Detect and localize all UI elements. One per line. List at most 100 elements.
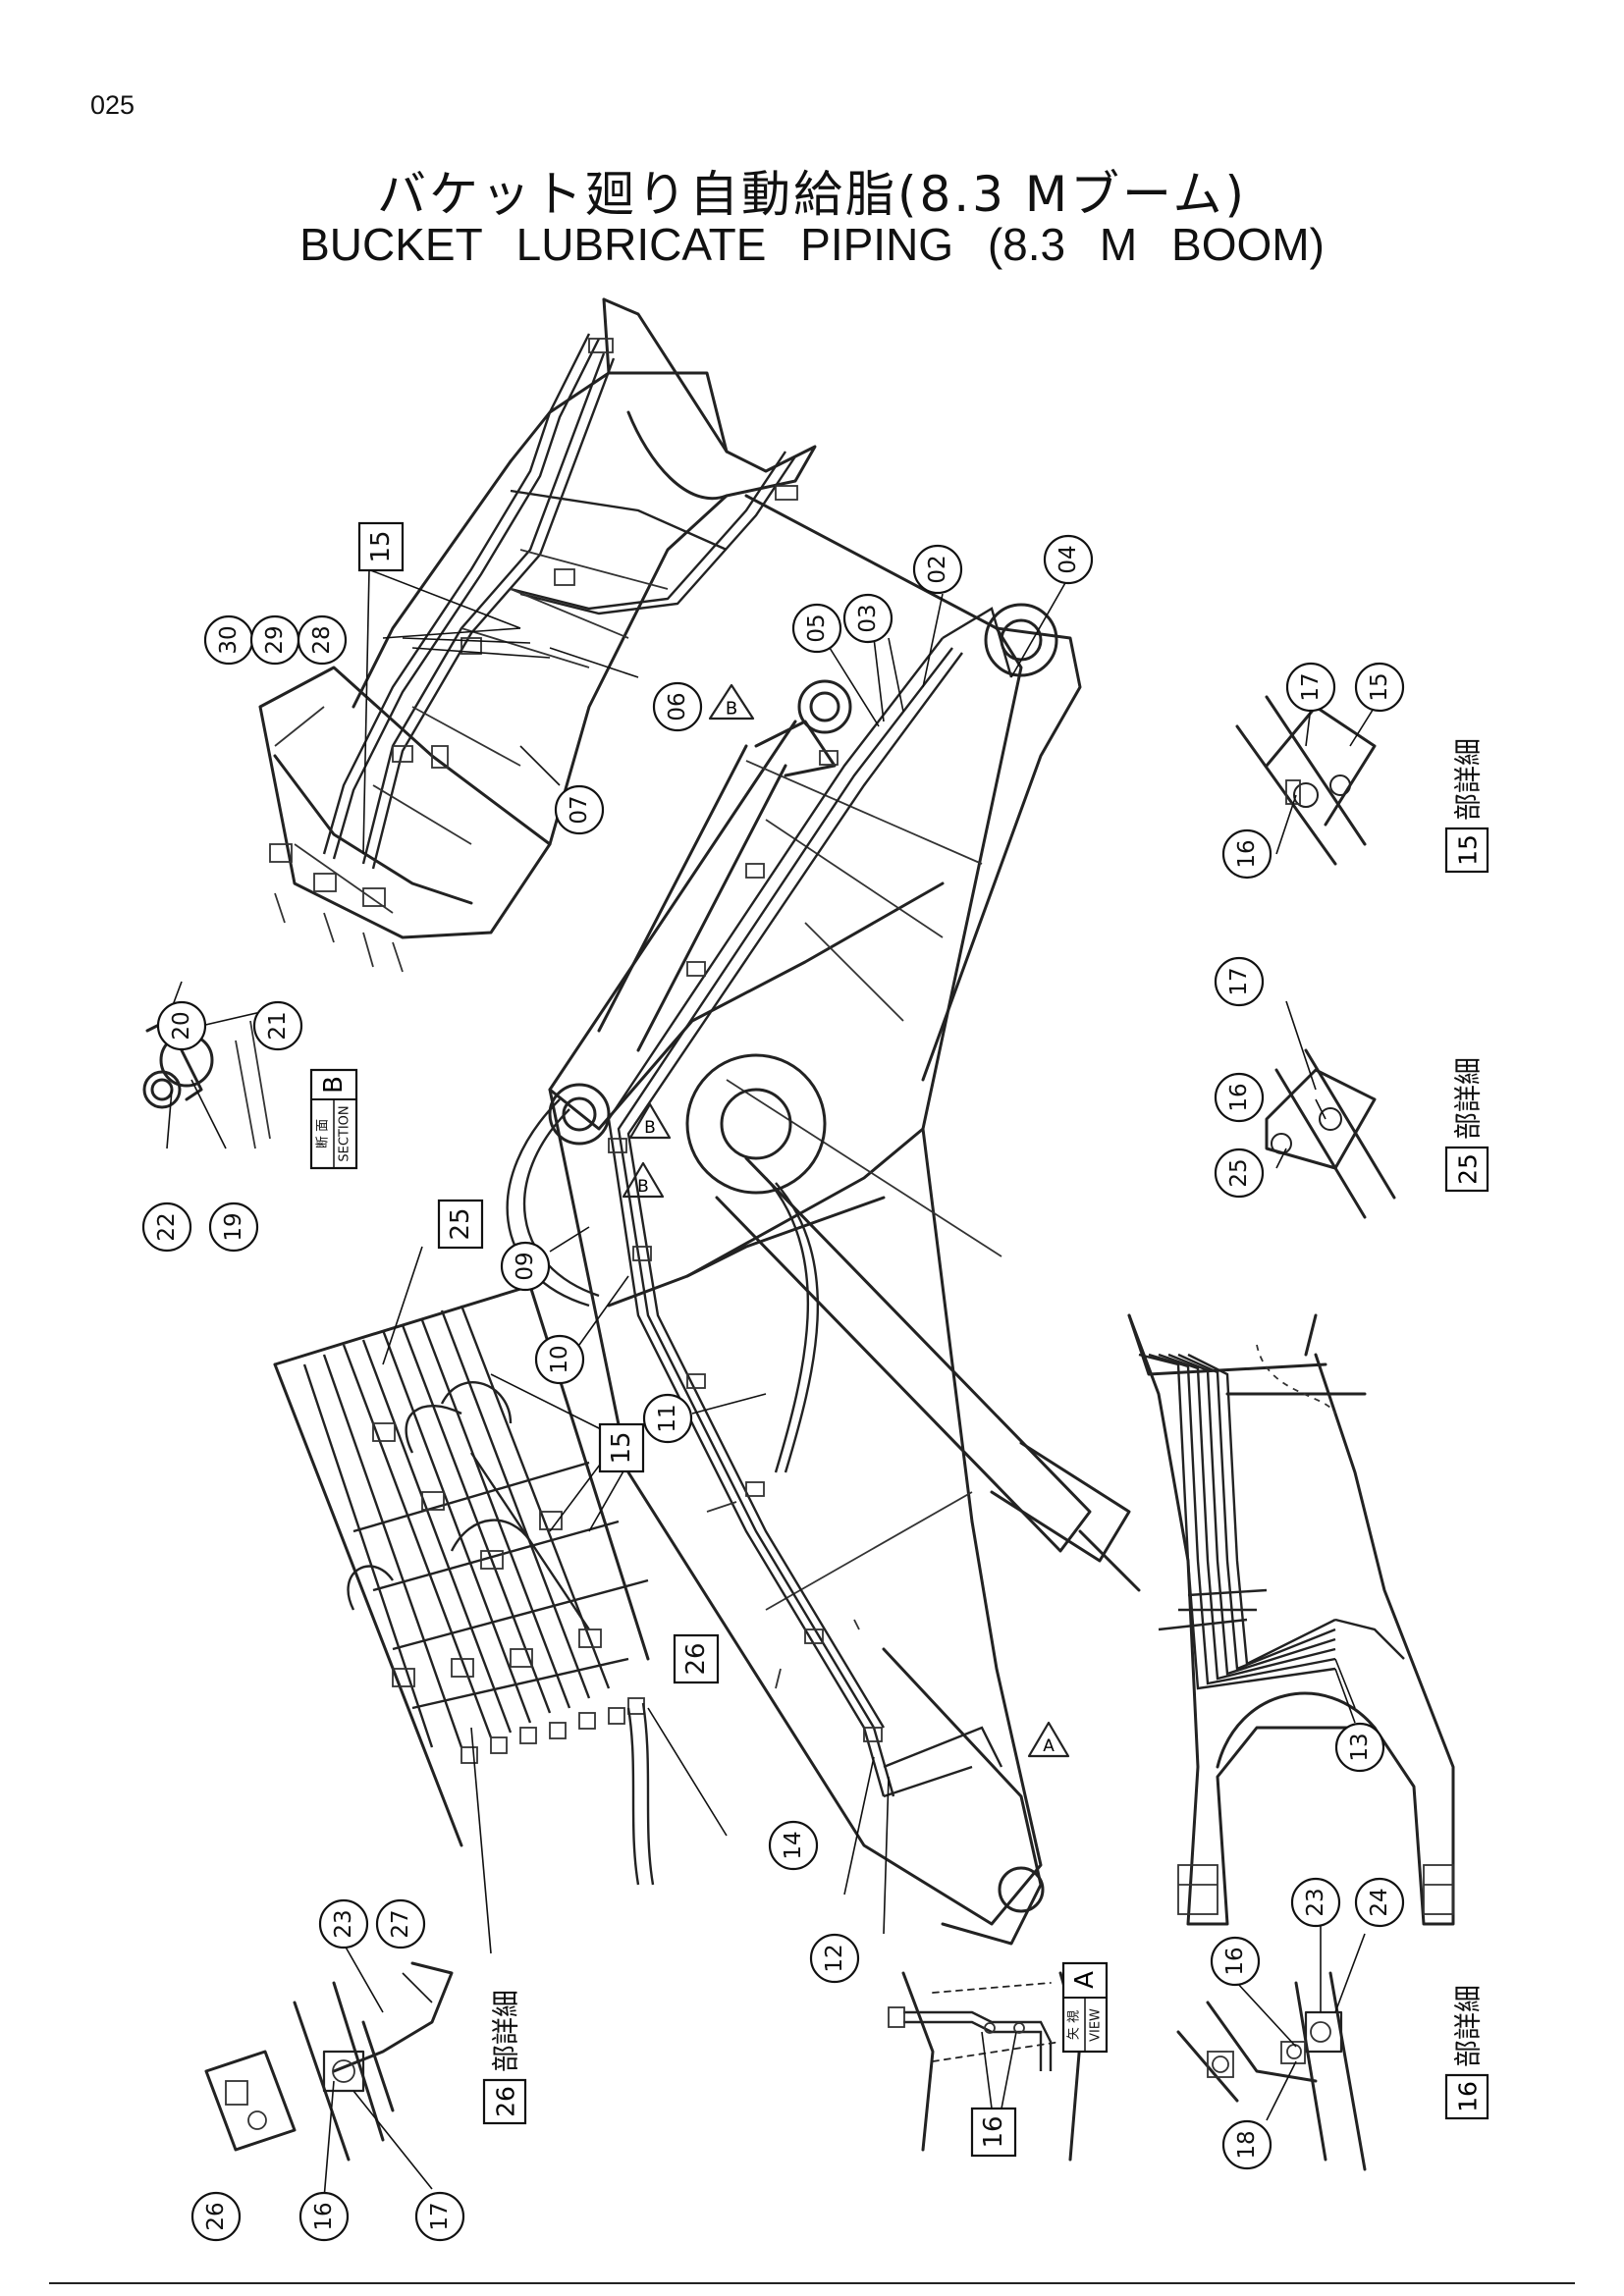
- reference-box: 15: [598, 1422, 645, 1473]
- page-number: 025: [90, 90, 135, 120]
- part-callout: 23: [318, 1898, 369, 1949]
- svg-text:05: 05: [804, 614, 830, 642]
- svg-text:26: 26: [492, 2086, 520, 2117]
- svg-text:25: 25: [1226, 1158, 1252, 1187]
- svg-text:03: 03: [855, 604, 881, 632]
- svg-text:断 面: 断 面: [316, 1119, 331, 1148]
- part-callout: 16: [1210, 1936, 1261, 1987]
- part-callout: 23: [1290, 1877, 1341, 1928]
- svg-text:14: 14: [781, 1831, 806, 1859]
- part-callout: 27: [375, 1898, 426, 1949]
- part-callout: 02: [912, 544, 963, 595]
- section-b-tag: 断 面 SECTION B: [309, 1068, 358, 1170]
- svg-text:18: 18: [1234, 2130, 1260, 2159]
- part-callout: 22: [141, 1201, 192, 1253]
- detail-26-drawing: [204, 1943, 454, 2200]
- svg-text:23: 23: [1303, 1888, 1328, 1916]
- svg-text:17: 17: [1298, 672, 1324, 701]
- part-callout: 04: [1043, 534, 1094, 585]
- svg-text:10: 10: [547, 1345, 572, 1373]
- part-callout: 19: [208, 1201, 259, 1253]
- detail-labels: 15 部詳細 25 部詳細 26 部詳細 16 部詳細: [482, 738, 1489, 2125]
- svg-text:15: 15: [1367, 672, 1392, 701]
- svg-text:17: 17: [1226, 967, 1252, 995]
- arrow-markers: B B B A: [622, 683, 1070, 1758]
- svg-text:21: 21: [265, 1011, 291, 1040]
- svg-text:04: 04: [1056, 545, 1081, 573]
- part-callout: 17: [1285, 662, 1336, 713]
- svg-text:22: 22: [154, 1212, 180, 1241]
- reference-box: 16: [970, 2107, 1017, 2158]
- section-b-drawing: [142, 981, 271, 1149]
- part-callout: 17: [414, 2191, 465, 2242]
- svg-text:部詳細: 部詳細: [1452, 738, 1485, 821]
- detail-25-drawing: [1265, 1000, 1396, 1219]
- svg-text:19: 19: [221, 1212, 246, 1241]
- part-callout: 06: [652, 681, 703, 732]
- svg-text:16: 16: [1222, 1947, 1248, 1975]
- leader-lines: [362, 568, 1356, 1935]
- part-callout: 20: [156, 1000, 207, 1051]
- svg-text:09: 09: [513, 1252, 538, 1280]
- detail-label-25: 25 部詳細: [1444, 1057, 1489, 1193]
- part-callout: 25: [1214, 1148, 1265, 1199]
- svg-text:16: 16: [1454, 2081, 1483, 2112]
- svg-text:20: 20: [169, 1011, 194, 1040]
- svg-text:部詳細: 部詳細: [490, 1990, 522, 2072]
- detail-16-drawing: [1176, 1924, 1367, 2171]
- footer-rule: [49, 2282, 1575, 2284]
- part-callout: 16: [1214, 1072, 1265, 1123]
- part-callout: 09: [500, 1241, 551, 1292]
- arrow-marker-label: B: [726, 699, 737, 720]
- svg-text:A: A: [1070, 1971, 1100, 1989]
- svg-text:16: 16: [1226, 1083, 1252, 1111]
- part-callout: 10: [534, 1334, 585, 1385]
- svg-text:16: 16: [311, 2202, 337, 2230]
- svg-text:25: 25: [1454, 1153, 1483, 1185]
- reference-box: 25: [437, 1199, 484, 1250]
- part-callout: 13: [1334, 1722, 1385, 1773]
- svg-text:12: 12: [822, 1944, 847, 1972]
- svg-text:部詳細: 部詳細: [1452, 1057, 1485, 1140]
- svg-text:SECTION: SECTION: [338, 1105, 352, 1161]
- detail-label-16: 16 部詳細: [1444, 1985, 1489, 2120]
- part-callout: 18: [1221, 2119, 1272, 2170]
- part-callout: 16: [1221, 828, 1272, 880]
- part-callout: 21: [252, 1000, 303, 1051]
- arm-detail-top: [258, 297, 817, 973]
- svg-text:11: 11: [655, 1404, 680, 1432]
- svg-text:16: 16: [1234, 839, 1260, 868]
- svg-text:23: 23: [331, 1909, 356, 1938]
- reference-box: 26: [673, 1633, 720, 1684]
- detail-label-26: 26 部詳細: [482, 1990, 527, 2125]
- svg-text:VIEW: VIEW: [1089, 2008, 1104, 2042]
- svg-text:25: 25: [446, 1207, 475, 1240]
- svg-text:24: 24: [1367, 1888, 1392, 1916]
- reference-box: 15: [357, 521, 405, 572]
- part-callout: 15: [1354, 662, 1405, 713]
- svg-text:26: 26: [681, 1642, 711, 1675]
- svg-text:06: 06: [665, 692, 690, 721]
- svg-text:30: 30: [216, 625, 242, 654]
- part-callout: 16: [298, 2191, 350, 2242]
- callouts: 30 29 28 06 07 05 03 02 04 17 15 16 20 2…: [141, 534, 1405, 2242]
- part-callout: 05: [791, 603, 842, 654]
- part-callout: 28: [297, 614, 348, 666]
- reference-boxes: 15 25 15 26 16: [357, 521, 1017, 2158]
- svg-text:矢 視: 矢 視: [1067, 2010, 1082, 2040]
- part-callout: 07: [554, 784, 605, 835]
- arrow-marker-label: B: [637, 1177, 649, 1197]
- detail-13-drawing: [1127, 1313, 1455, 1926]
- svg-text:15: 15: [1454, 834, 1483, 866]
- svg-text:27: 27: [388, 1909, 413, 1938]
- part-callout: 30: [203, 614, 254, 666]
- part-callout: 17: [1214, 956, 1265, 1007]
- svg-text:29: 29: [262, 625, 288, 654]
- svg-text:26: 26: [203, 2202, 229, 2230]
- svg-text:28: 28: [309, 625, 335, 654]
- part-callout: 12: [809, 1933, 860, 1984]
- title-english: BUCKET LUBRICATE PIPING (8.3 M BOOM): [299, 219, 1325, 270]
- detail-label-15: 15 部詳細: [1444, 738, 1489, 874]
- svg-text:15: 15: [366, 530, 396, 562]
